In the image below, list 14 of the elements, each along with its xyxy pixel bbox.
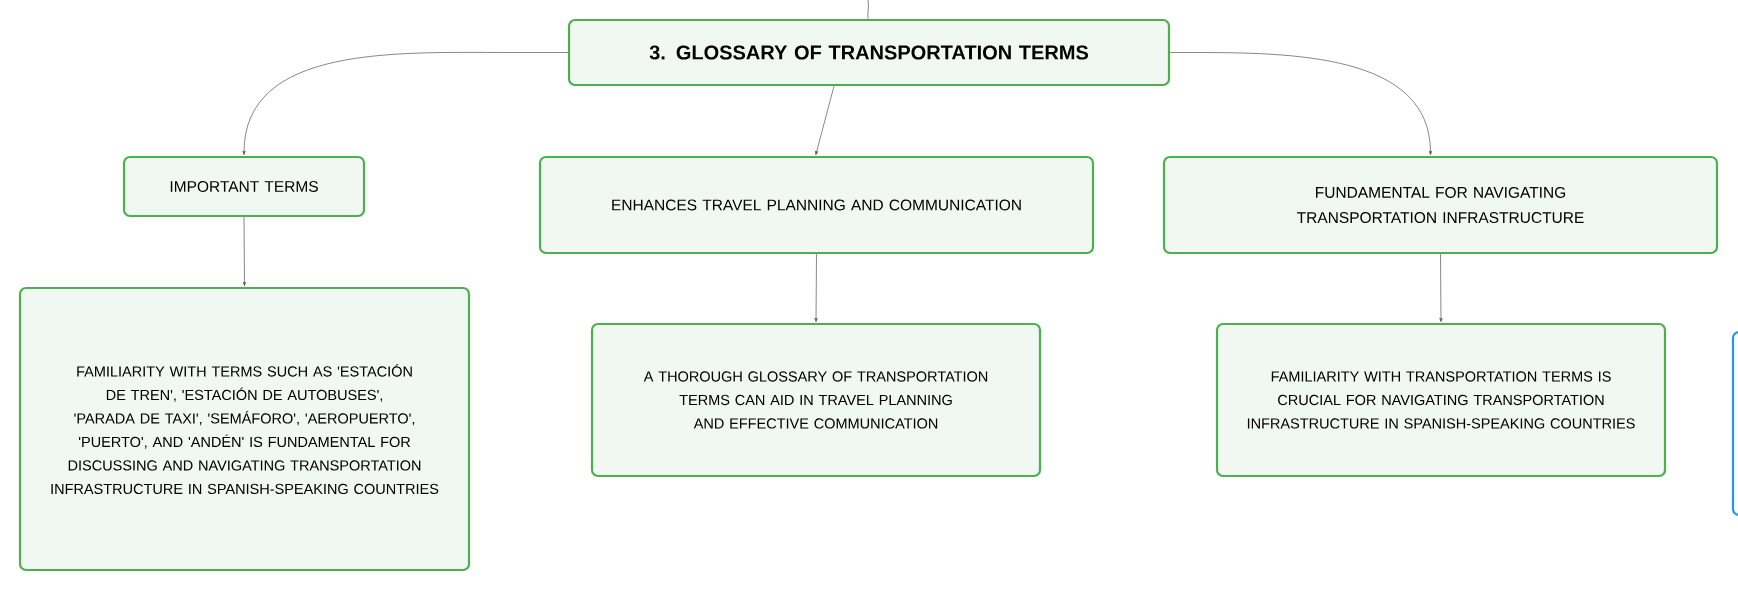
topic-box: A THOROUGH GLOSSARY OF TRANSPORTATION TERMS CAN AID IN TRAVEL PLANNING AND EFFECTIVE COMMUNICATION	[590, 322, 1042, 478]
topic-box: ENHANCES TRAVEL PLANNING AND COMMUNICATION	[538, 155, 1095, 255]
empty-box	[1731, 330, 1738, 517]
connector-arrow	[1169, 52, 1433, 156]
connector-arrow	[815, 85, 835, 156]
topic-box: FAMILIARITY WITH TRANSPORTATION TERMS IS CRUCIAL FOR NAVIGATING TRANSPORTATION INFRASTRUCTURE IN SPANISH-SPEAKING COUNTRIES	[1215, 322, 1667, 478]
connector-arrow	[1439, 253, 1443, 323]
connector-arrow	[242, 52, 569, 156]
topic-box: FAMILIARITY WITH TERMS SUCH AS 'ESTACIÓN DE TREN', 'ESTACIÓN DE AUTOBUSES', 'PARADA DE TAXI', 'SEMÁFORO', 'AEROPUERTO', 'PUERTO', AND 'ANDÉN' IS FUNDAMENTAL FOR DISCUSSING AND NAVIGATING TRANSPORTATION INFRASTRUCTURE IN SPANISH-SPEAKING COUNTRIES	[18, 286, 471, 572]
connector-arrow	[814, 253, 818, 323]
connector-arrow	[242, 216, 247, 287]
title-box: 3. GLOSSARY OF TRANSPORTATION TERMS	[567, 18, 1171, 87]
topic-box: FUNDAMENTAL FOR NAVIGATING TRANSPORTATION INFRASTRUCTURE	[1162, 155, 1719, 255]
topic-box: IMPORTANT TERMS	[122, 155, 366, 218]
